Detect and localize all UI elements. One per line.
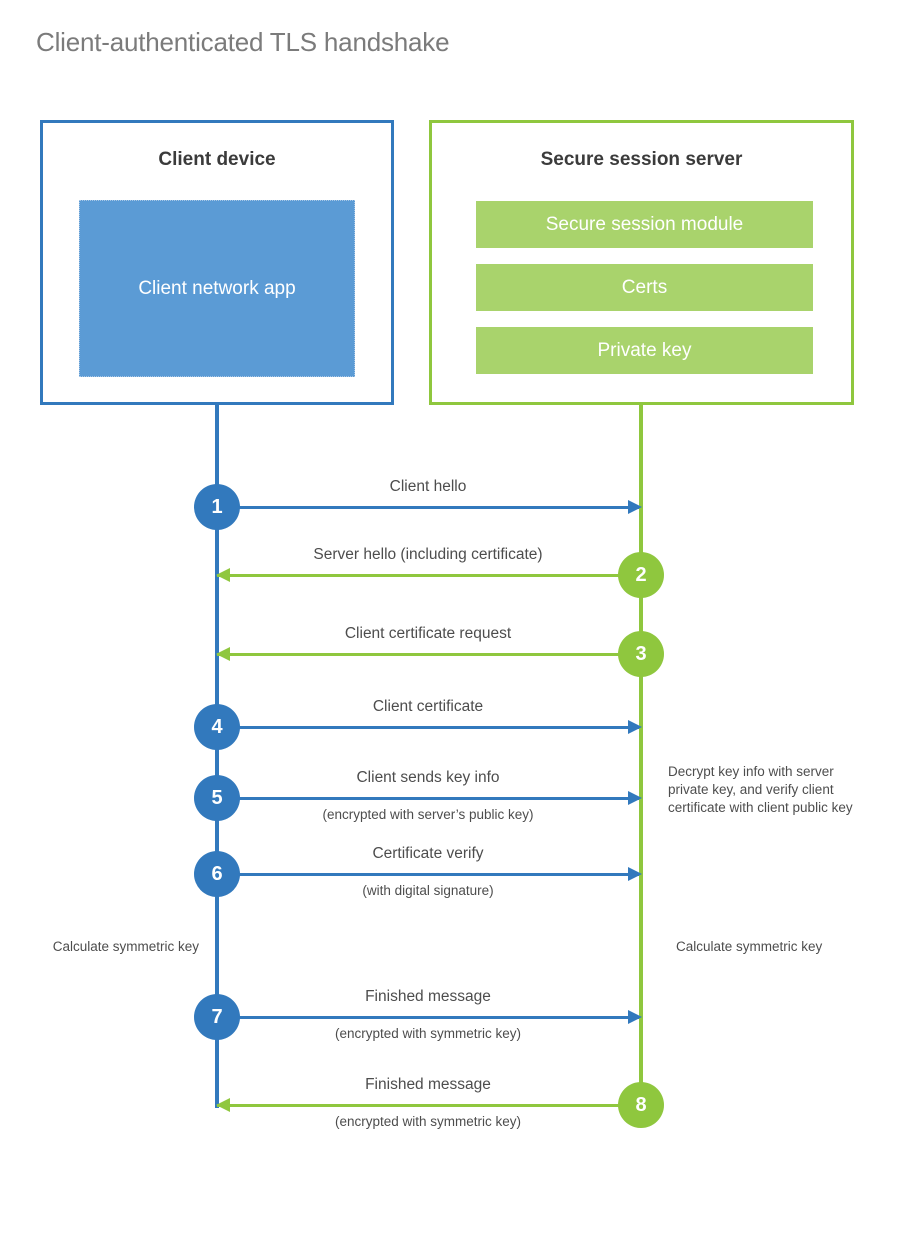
server-lifeline <box>639 404 643 1106</box>
step-badge-1[interactable]: 1 <box>194 484 240 530</box>
secure-session-server-title: Secure session server <box>540 149 743 170</box>
message-line <box>217 1016 639 1019</box>
message-label: Client sends key info <box>356 769 500 786</box>
message-sublabel: (encrypted with server’s public key) <box>322 807 534 822</box>
client-network-app-block: Client network app <box>79 200 355 377</box>
arrow-right-icon <box>628 867 642 881</box>
server-module-private-key: Private key <box>476 327 813 374</box>
page-title: Client-authenticated TLS handshake <box>36 27 450 57</box>
arrow-right-icon <box>628 1010 642 1024</box>
step-badge-7[interactable]: 7 <box>194 994 240 1040</box>
step-badge-5[interactable]: 5 <box>194 775 240 821</box>
server-module-secure-session-module: Secure session module <box>476 201 813 248</box>
message-label: Certificate verify <box>372 845 484 862</box>
message-line <box>217 506 639 509</box>
message-sublabel: (with digital signature) <box>362 883 494 898</box>
message-label: Client certificate <box>372 698 484 715</box>
step-badge-8[interactable]: 8 <box>618 1082 664 1128</box>
annotation-calculate-symmetric-key-client: Calculate symmetric key <box>52 939 199 954</box>
message-line <box>217 873 639 876</box>
arrow-right-icon <box>628 720 642 734</box>
annotation-calculate-symmetric-key-server: Calculate symmetric key <box>676 939 823 954</box>
message-sublabel: (encrypted with symmetric key) <box>334 1026 522 1041</box>
message-sublabel: (encrypted with symmetric key) <box>334 1114 522 1129</box>
arrow-left-icon <box>216 1098 230 1112</box>
secure-session-server-box: Secure session server Secure session mod… <box>429 120 854 405</box>
message-label: Client certificate request <box>344 625 512 642</box>
step-badge-3[interactable]: 3 <box>618 631 664 677</box>
message-line <box>217 1104 639 1107</box>
message-label: Client hello <box>389 478 467 495</box>
client-device-box: Client device Client network app <box>40 120 394 405</box>
client-lifeline <box>215 404 219 1108</box>
message-label: Finished message <box>365 988 491 1005</box>
step-badge-2[interactable]: 2 <box>618 552 664 598</box>
message-line <box>217 574 639 577</box>
arrow-right-icon <box>628 791 642 805</box>
message-line <box>217 726 639 729</box>
server-module-certs: Certs <box>476 264 813 311</box>
arrow-left-icon <box>216 568 230 582</box>
arrow-right-icon <box>628 500 642 514</box>
message-line <box>217 797 639 800</box>
client-device-title: Client device <box>158 149 276 170</box>
step-badge-6[interactable]: 6 <box>194 851 240 897</box>
message-label: Server hello (including certificate) <box>313 546 543 563</box>
message-label: Finished message <box>365 1076 491 1093</box>
arrow-left-icon <box>216 647 230 661</box>
annotation-decrypt-key-info: Decrypt key info with server private key… <box>668 764 853 816</box>
step-badge-4[interactable]: 4 <box>194 704 240 750</box>
message-line <box>217 653 639 656</box>
